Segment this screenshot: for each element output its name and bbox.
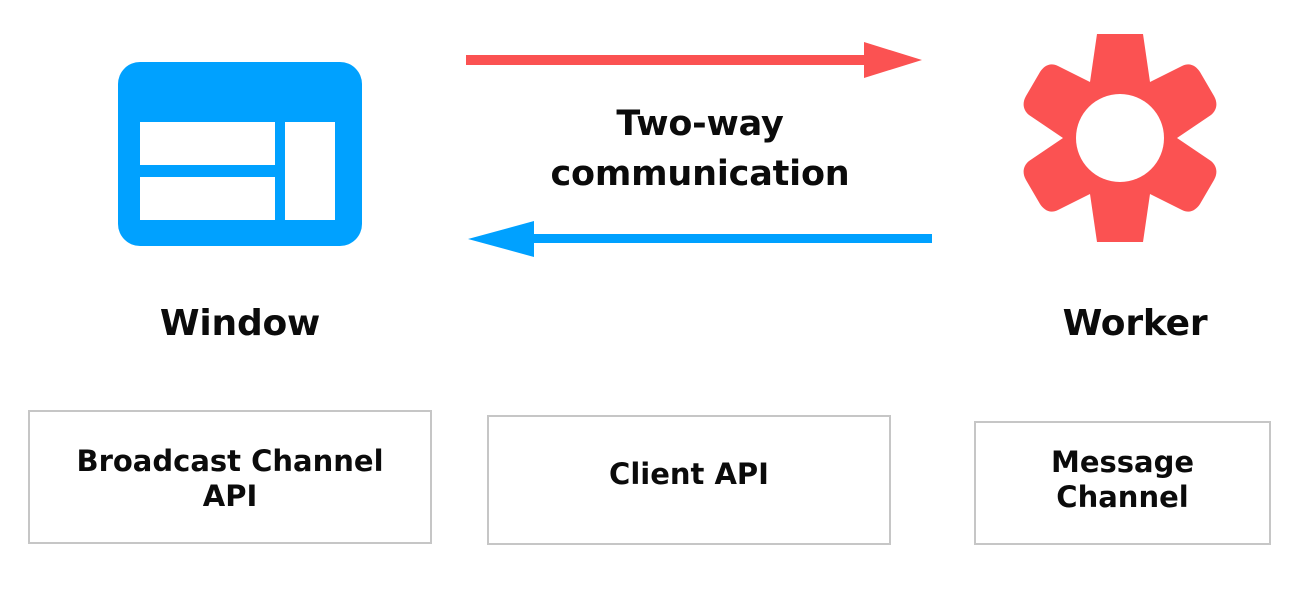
window-icon-pane-right <box>285 122 335 220</box>
arrow-worker-to-window <box>466 216 932 262</box>
window-icon-pane-top-left <box>140 122 275 165</box>
arrow-window-to-worker <box>466 38 922 84</box>
connection-caption-line-1: Two-way <box>616 104 784 144</box>
api-box-client-api: Client API <box>487 415 891 545</box>
window-node-label: Window <box>159 303 321 344</box>
api-box-message-channel: Message Channel <box>974 421 1271 545</box>
connection-caption-line-2: communication <box>550 153 850 194</box>
connection-caption: Two-way communication <box>470 100 930 199</box>
window-icon-pane-bottom-left <box>140 177 275 220</box>
worker-node-label: Worker <box>1062 303 1208 344</box>
browser-window-icon <box>118 62 362 246</box>
gear-icon <box>1014 26 1226 250</box>
api-box-broadcast-channel-api: Broadcast Channel API <box>28 410 432 544</box>
